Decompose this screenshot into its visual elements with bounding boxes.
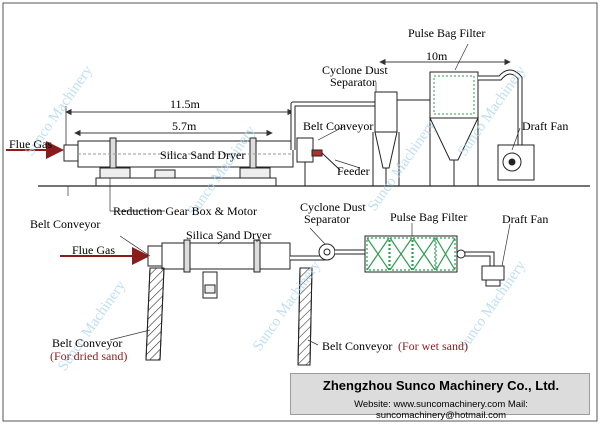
label-top-silica-sand-dryer: Silica Sand Dryer xyxy=(160,148,246,162)
top-system xyxy=(6,43,590,212)
label-for-wet-sand: (For wet sand) xyxy=(398,339,468,353)
bottom-cyclone xyxy=(318,243,336,261)
top-leader-lines xyxy=(67,43,521,212)
label-top-flue-gas: Flue Gas xyxy=(9,137,52,151)
top-feeder xyxy=(296,137,341,186)
dried-sand-conveyor xyxy=(145,267,165,361)
label-top-belt-conveyor-left: Belt Conveyor xyxy=(30,217,101,231)
label-bottom-silica-sand-dryer: Silica Sand Dryer xyxy=(186,228,272,242)
label-top-11-5m: 11.5m xyxy=(170,97,200,111)
label-top-belt-conveyor: Belt Conveyor xyxy=(303,119,374,133)
wet-sand-conveyor xyxy=(297,267,313,366)
company-name: Zhengzhou Sunco Machinery Co., Ltd. xyxy=(322,378,560,393)
bottom-pulse-bag-filter xyxy=(364,235,458,273)
label-bottom-flue-gas: Flue Gas xyxy=(72,243,115,257)
top-dryer xyxy=(63,137,294,187)
bottom-draft-fan xyxy=(481,265,505,287)
bottom-dryer xyxy=(147,239,291,299)
label-bottom-cyclone-2: Separator xyxy=(304,212,350,226)
label-top-cyclone-2: Separator xyxy=(330,75,376,89)
label-belt-conveyor-dried: Belt Conveyor xyxy=(52,336,123,350)
dimension-11-5m xyxy=(65,106,294,146)
label-top-5-7m: 5.7m xyxy=(172,119,197,133)
label-top-pulse-bag-filter: Pulse Bag Filter xyxy=(408,26,486,40)
label-bottom-pulse-bag-filter: Pulse Bag Filter xyxy=(390,210,468,224)
company-footer: Zhengzhou Sunco Machinery Co., Ltd. Webs… xyxy=(290,373,590,421)
label-bottom-cyclone-1: Cyclone Dust xyxy=(300,200,366,214)
label-reduction-gear: Reduction Gear Box & Motor xyxy=(113,204,257,218)
top-pulse-bag-filter xyxy=(429,71,479,186)
label-top-feeder: Feeder xyxy=(337,164,370,178)
label-top-cyclone-1: Cyclone Dust xyxy=(322,63,388,77)
label-for-dried-sand: (For dried sand) xyxy=(50,349,128,363)
label-bottom-draft-fan: Draft Fan xyxy=(502,212,549,226)
top-cyclone xyxy=(372,91,430,186)
top-burner-inlet xyxy=(63,144,79,162)
label-top-10m: 10m xyxy=(426,49,448,63)
company-contact: Website: www.suncomachinery.com Mail: su… xyxy=(354,399,528,421)
bottom-leader-lines xyxy=(109,223,511,346)
label-belt-conveyor-wet: Belt Conveyor xyxy=(322,339,393,353)
label-top-draft-fan: Draft Fan xyxy=(522,119,569,133)
bottom-system xyxy=(60,223,511,366)
top-draft-fan xyxy=(497,144,535,181)
